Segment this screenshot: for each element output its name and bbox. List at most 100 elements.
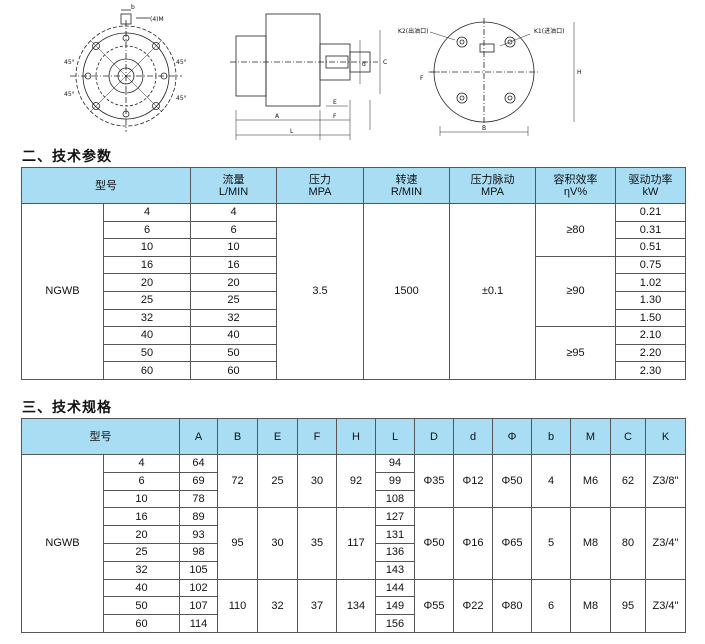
rear-view-drawing	[428, 18, 575, 136]
specs-header-h: H	[336, 418, 376, 455]
specs-header-a: A	[179, 418, 218, 455]
specs-l-cell: 127	[375, 507, 415, 527]
table-row: 50 50 2.20	[22, 343, 686, 363]
drawing-label-b2: B	[482, 125, 486, 132]
specs-header-k: K	[645, 418, 686, 455]
params-power-cell: 0.21	[615, 203, 686, 222]
specs-l-cell: 144	[375, 578, 415, 598]
params-power-cell: 2.10	[615, 326, 686, 345]
specs-phi-cell: Φ50	[492, 453, 532, 509]
specs-size-cell: 25	[103, 542, 180, 562]
table-row: 10 10 0.51	[22, 238, 686, 257]
specs-phi-cell: Φ80	[492, 578, 532, 633]
specs-l-cell: 94	[375, 454, 415, 473]
specs-b-small-cell: 6	[531, 578, 571, 633]
specs-header-row: 型号 A B E F H L D d Φ b M C K	[21, 418, 686, 455]
table-row: 60 114 156	[22, 614, 686, 633]
params-flow-cell: 16	[190, 255, 277, 275]
params-size-cell: 20	[103, 273, 191, 292]
drawing-label-e: E	[333, 99, 337, 106]
params-flow-cell: 25	[190, 290, 277, 310]
specs-l-cell: 108	[375, 489, 415, 509]
specs-size-cell: 20	[103, 525, 180, 544]
specs-a-cell: 69	[179, 471, 218, 491]
specs-c-cell: 62	[610, 453, 646, 509]
params-size-cell: 40	[103, 326, 191, 345]
specs-d-small-cell: Φ12	[453, 453, 493, 509]
specs-a-cell: 78	[179, 489, 218, 509]
specs-d-cell: Φ50	[414, 507, 454, 580]
drawing-label-angle: 45°	[64, 59, 75, 66]
specs-b-cell: 72	[217, 453, 258, 509]
specs-h-cell: 92	[336, 453, 376, 509]
specs-size-cell: 50	[103, 596, 180, 616]
params-size-cell: 60	[103, 361, 191, 380]
params-speed-cell: 1500	[363, 203, 450, 380]
specs-table: 型号 A B E F H L D d Φ b M C K NGWB 4 64 7…	[21, 418, 686, 633]
params-pulse-cell: ±0.1	[449, 203, 536, 380]
specs-e-cell: 30	[257, 507, 298, 580]
table-row: 10 78 108	[22, 489, 686, 509]
params-flow-cell: 4	[190, 203, 277, 222]
specs-m-cell: M8	[570, 507, 611, 580]
specs-k-cell: Z3/4"	[645, 507, 686, 580]
side-view-drawing	[230, 13, 381, 140]
table-row: 40 102 110 32 37 134 144 Φ55 Φ22 Φ80 6 M…	[22, 578, 686, 633]
params-power-cell: 1.50	[615, 308, 686, 328]
drawing-label-h: H	[577, 69, 582, 76]
specs-f-cell: 35	[297, 507, 337, 580]
params-size-cell: 32	[103, 308, 191, 328]
specs-phi-cell: Φ65	[492, 507, 532, 580]
specs-header-l: L	[375, 418, 415, 455]
params-flow-cell: 32	[190, 308, 277, 328]
specs-f-cell: 30	[297, 453, 337, 509]
params-model-cell: NGWB	[21, 203, 104, 380]
params-flow-cell: 20	[190, 273, 277, 292]
specs-b-cell: 110	[217, 578, 258, 633]
drawing-label-l: L	[290, 128, 294, 135]
specs-header-b: B	[217, 418, 258, 455]
params-power-cell: 0.31	[615, 220, 686, 240]
params-flow-cell: 50	[190, 343, 277, 363]
specs-k-cell: Z3/4"	[645, 578, 686, 633]
specs-c-cell: 80	[610, 507, 646, 580]
specs-l-cell: 136	[375, 542, 415, 562]
specs-d-cell: Φ35	[414, 453, 454, 509]
specs-header-phi: Φ	[492, 418, 532, 455]
specs-d-small-cell: Φ22	[453, 578, 493, 633]
specs-size-cell: 40	[103, 578, 180, 598]
specs-e-cell: 25	[257, 453, 298, 509]
specs-b-small-cell: 4	[531, 453, 571, 509]
specs-f-cell: 37	[297, 578, 337, 633]
table-row: 16 16 ≥90 0.75	[22, 255, 686, 328]
specs-a-cell: 64	[179, 454, 218, 473]
specs-header-m: M	[570, 418, 611, 455]
table-row: 32 105 143	[22, 560, 686, 580]
specs-size-cell: 4	[103, 454, 180, 473]
params-size-cell: 25	[103, 290, 191, 310]
specs-header-d-small: d	[453, 418, 493, 455]
table-row: 60 60 2.30	[22, 361, 686, 380]
params-power-cell: 1.30	[615, 290, 686, 310]
params-flow-cell: 60	[190, 361, 277, 380]
specs-header-f: F	[297, 418, 337, 455]
specs-a-cell: 114	[179, 614, 218, 633]
technical-drawings: b (4)M 45° 45° 45° 45° A L E F C d	[64, 4, 582, 140]
specs-header-model: 型号	[21, 418, 180, 455]
params-size-cell: 16	[103, 255, 191, 275]
drawing-label-angle: 45°	[176, 95, 187, 102]
table-row: NGWB 4 4 3.5 1500 ±0.1 ≥80 0.21	[21, 203, 686, 380]
specs-h-cell: 117	[336, 507, 376, 580]
params-size-cell: 6	[103, 220, 191, 240]
specs-d-cell: Φ55	[414, 578, 454, 633]
specs-l-cell: 143	[375, 560, 415, 580]
specs-a-cell: 98	[179, 542, 218, 562]
table-row: NGWB 4 64 72 25 30 92 94 Φ35 Φ12 Φ50 4 M…	[21, 453, 686, 633]
drawing-label-f: F	[333, 113, 337, 120]
specs-a-cell: 105	[179, 560, 218, 580]
